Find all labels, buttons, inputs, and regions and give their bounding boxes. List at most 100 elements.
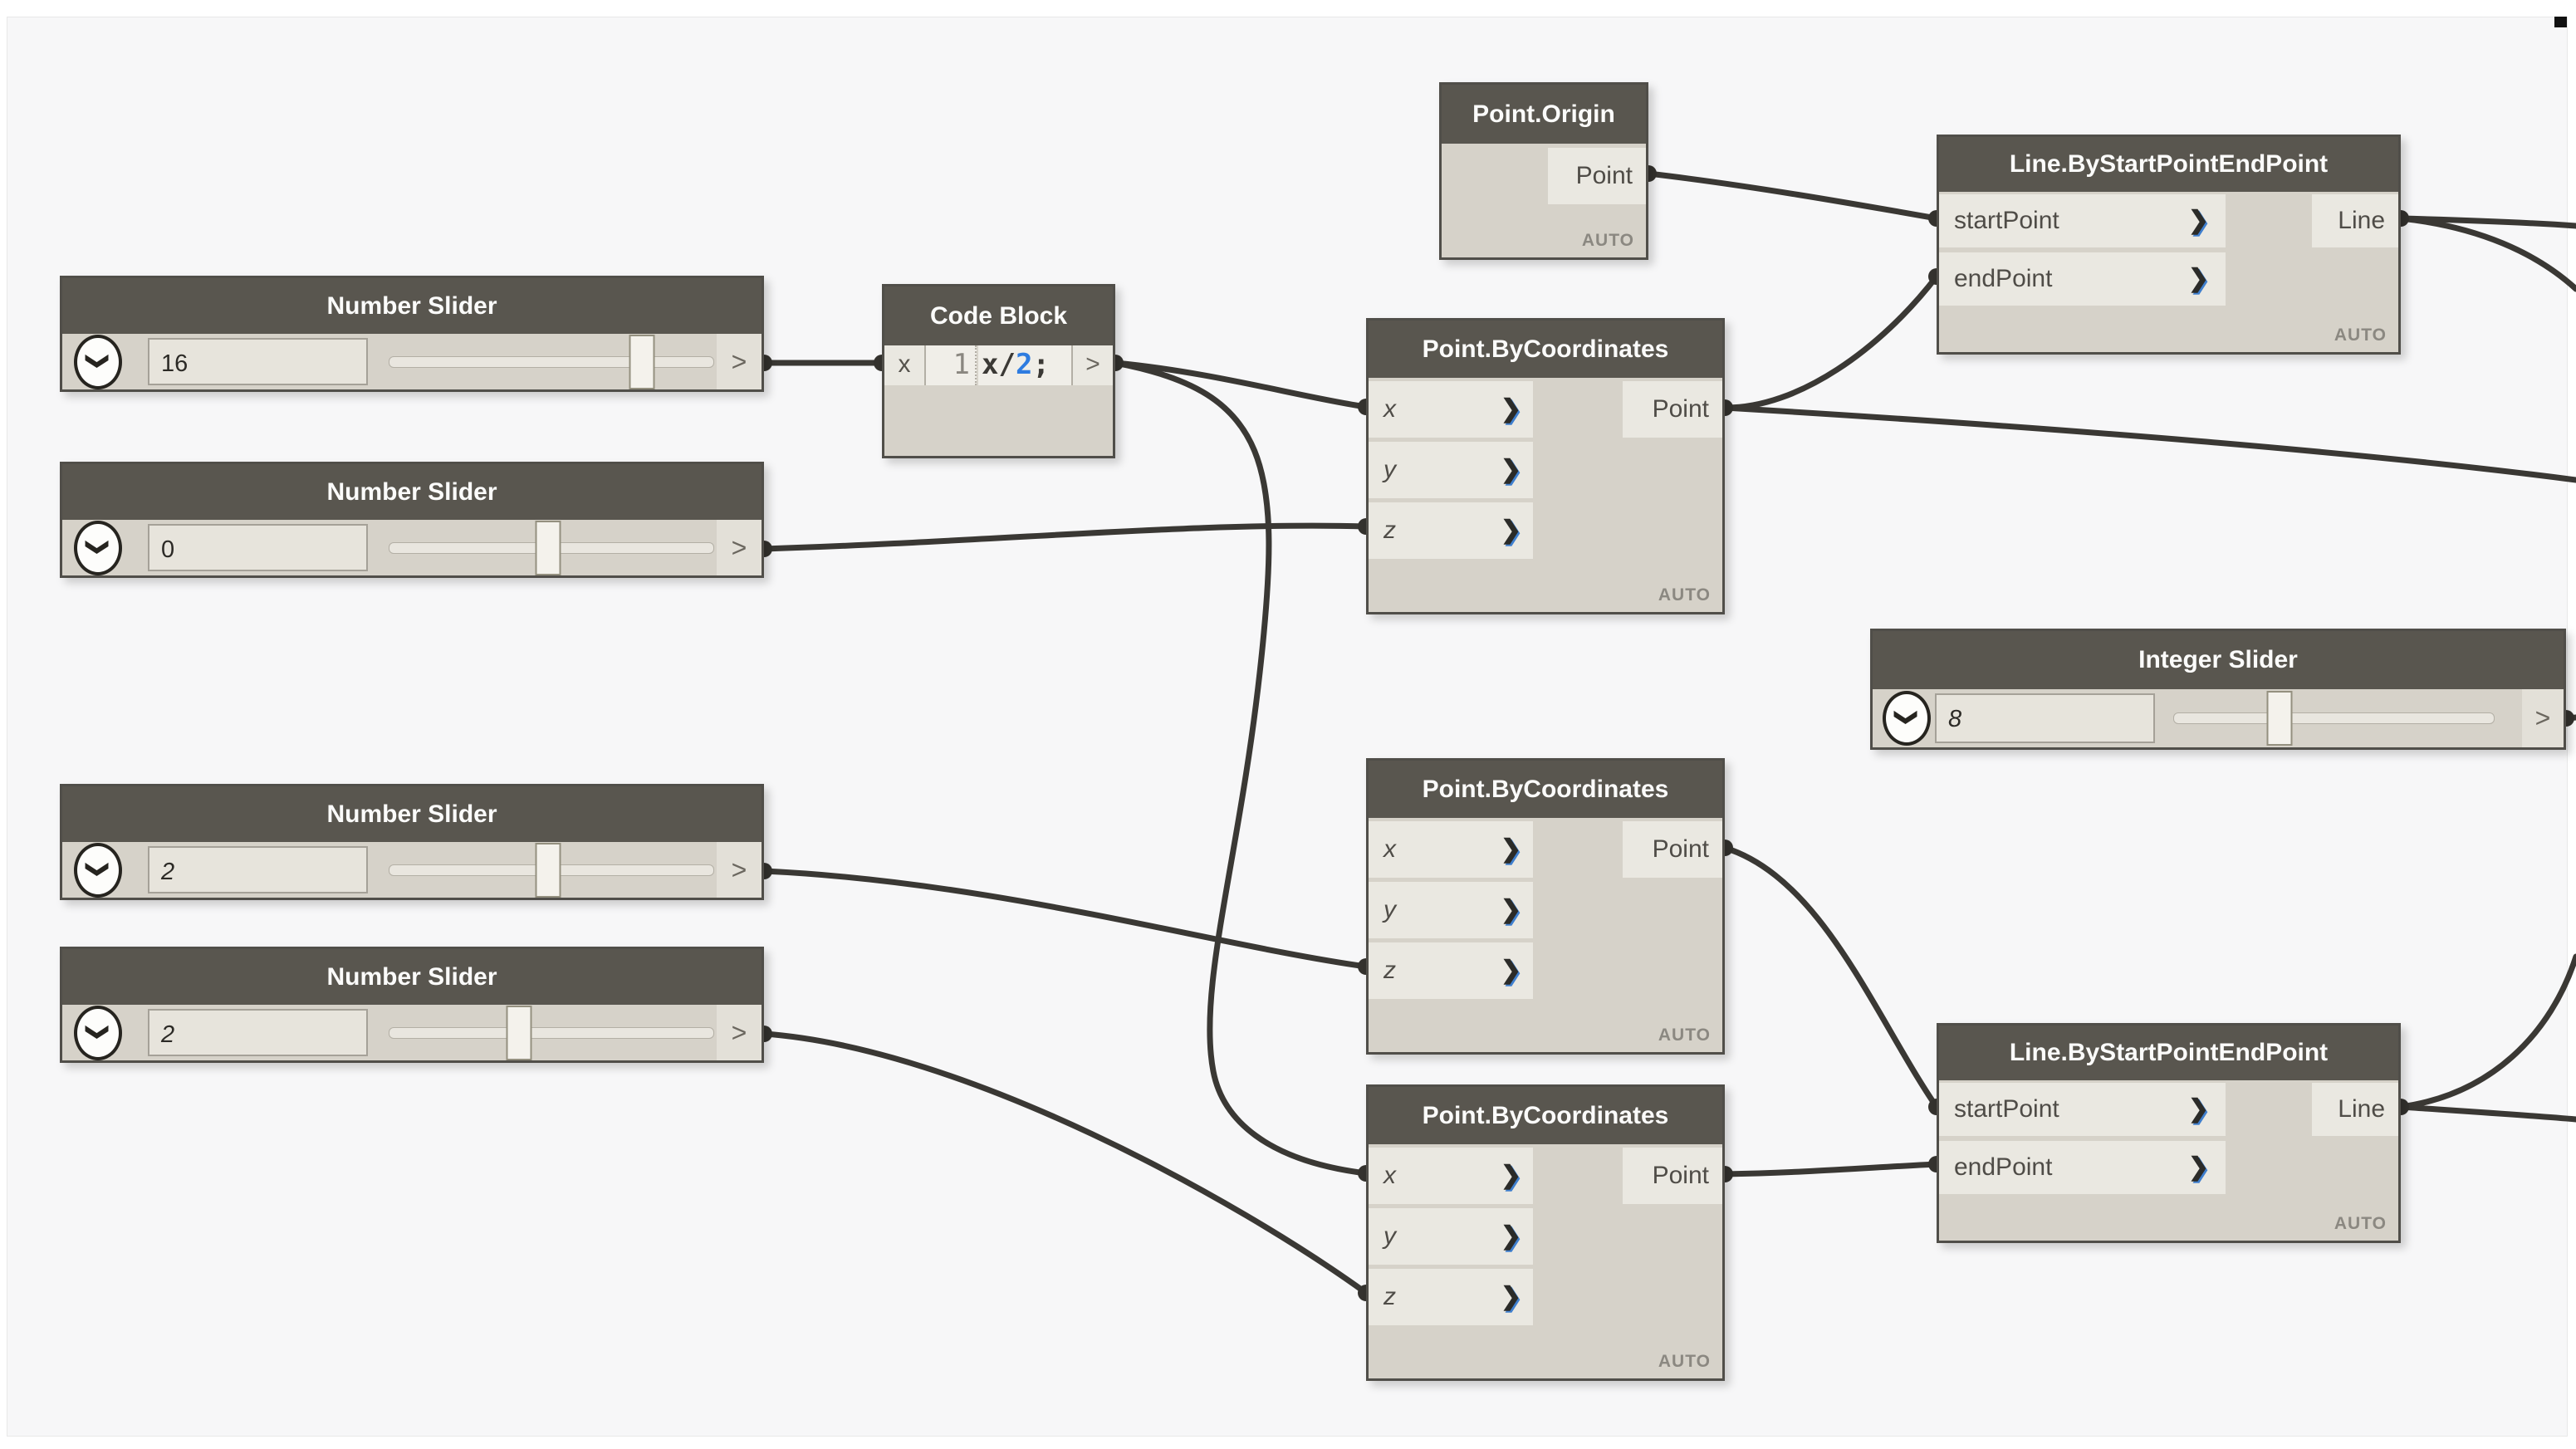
output-port-icon: >	[731, 1017, 747, 1047]
output-port-point[interactable]: Point	[1623, 381, 1722, 438]
output-port[interactable]: >	[2522, 689, 2564, 747]
input-port-endpoint[interactable]: endPoint ❯	[1939, 252, 2226, 306]
number-slider-node-0[interactable]: Number Slider ❯ 0 >	[60, 462, 764, 578]
output-port-line[interactable]: Line	[2312, 1083, 2398, 1136]
node-title[interactable]: Point.ByCoordinates	[1369, 761, 1722, 818]
node-title[interactable]: Point.Origin	[1442, 85, 1646, 144]
node-title[interactable]: Number Slider	[62, 949, 762, 1005]
slider-value-input[interactable]: 8	[1935, 693, 2155, 743]
node-title[interactable]: Point.ByCoordinates	[1369, 1087, 1722, 1144]
number-slider-node-2a[interactable]: Number Slider ❯ 2 >	[60, 784, 764, 900]
slider-track[interactable]	[389, 1005, 714, 1060]
chevron-right-icon: ❯	[2187, 265, 2209, 292]
output-port-label: Point	[1652, 835, 1709, 863]
lacing-indicator: AUTO	[1658, 1352, 1711, 1371]
slider-thumb[interactable]	[2266, 691, 2293, 746]
node-title[interactable]: Number Slider	[62, 464, 762, 520]
chevron-right-icon: ❯	[1500, 835, 1521, 863]
point-origin-node[interactable]: Point.Origin Point AUTO	[1439, 82, 1648, 260]
output-port[interactable]: >	[717, 842, 762, 898]
output-port-icon: >	[731, 854, 747, 884]
chevron-right-icon: ❯	[1500, 395, 1521, 423]
output-port-point[interactable]: Point	[1623, 821, 1722, 878]
input-port-z[interactable]: z ❯	[1369, 942, 1533, 999]
chevron-right-icon: ❯	[2187, 1153, 2209, 1181]
collapse-button[interactable]: ❯	[74, 334, 122, 389]
slider-thumb[interactable]	[506, 1005, 532, 1060]
code-line-number: 1	[926, 345, 977, 385]
input-port-y[interactable]: y ❯	[1369, 1208, 1533, 1265]
input-port-x[interactable]: x ❯	[1369, 381, 1533, 438]
node-title[interactable]: Number Slider	[62, 786, 762, 842]
input-port-startpoint[interactable]: startPoint ❯	[1939, 1083, 2226, 1136]
collapse-button[interactable]: ❯	[74, 520, 122, 575]
slider-value-input[interactable]: 2	[148, 846, 368, 893]
output-port-icon: >	[731, 346, 747, 376]
chevron-down-icon: ❯	[86, 859, 111, 879]
input-port-label: startPoint	[1954, 1095, 2059, 1123]
slider-thumb[interactable]	[535, 520, 561, 575]
output-port[interactable]: >	[717, 1005, 762, 1060]
collapse-button[interactable]: ❯	[74, 1005, 122, 1060]
output-port[interactable]: >	[1073, 345, 1113, 385]
chevron-down-icon: ❯	[86, 537, 111, 556]
slider-thumb[interactable]	[629, 334, 655, 389]
input-port-label: z	[1383, 957, 1396, 984]
node-title[interactable]: Code Block	[884, 286, 1113, 345]
node-title[interactable]: Number Slider	[62, 278, 762, 334]
input-port-label: x	[1383, 1162, 1396, 1189]
node-title[interactable]: Line.ByStartPointEndPoint	[1939, 1026, 2398, 1080]
input-port-x[interactable]: x ❯	[1369, 821, 1533, 878]
lacing-indicator: AUTO	[1581, 231, 1634, 250]
input-port-endpoint[interactable]: endPoint ❯	[1939, 1141, 2226, 1194]
input-port-x[interactable]: x ❯	[1369, 1148, 1533, 1204]
chevron-down-icon: ❯	[86, 351, 111, 370]
node-title[interactable]: Point.ByCoordinates	[1369, 321, 1722, 378]
input-port-y[interactable]: y ❯	[1369, 882, 1533, 938]
input-port-label: x	[1383, 395, 1396, 423]
input-port-x[interactable]: x	[884, 345, 926, 385]
collapse-button[interactable]: ❯	[1883, 691, 1931, 746]
output-port-icon: >	[731, 532, 747, 562]
chevron-right-icon: ❯	[1500, 1283, 1521, 1310]
code-editor[interactable]: x/2;	[978, 345, 1073, 385]
slider-thumb[interactable]	[535, 842, 561, 898]
integer-slider-node[interactable]: Integer Slider ❯ 8 >	[1870, 629, 2566, 750]
code-literal: 2	[1015, 348, 1033, 381]
slider-track[interactable]	[389, 334, 714, 389]
slider-track[interactable]	[389, 520, 714, 575]
input-port-z[interactable]: z ❯	[1369, 1269, 1533, 1325]
chevron-right-icon: ❯	[1500, 456, 1521, 483]
output-port[interactable]: >	[717, 334, 762, 389]
slider-value-input[interactable]: 2	[148, 1009, 368, 1056]
number-slider-node-16[interactable]: Number Slider ❯ 16 >	[60, 276, 764, 392]
input-port-startpoint[interactable]: startPoint ❯	[1939, 194, 2226, 247]
input-port-label: endPoint	[1954, 265, 2053, 292]
output-port-line[interactable]: Line	[2312, 194, 2398, 247]
input-port-z[interactable]: z ❯	[1369, 502, 1533, 559]
node-title[interactable]: Integer Slider	[1873, 631, 2564, 689]
slider-value-input[interactable]: 0	[148, 524, 368, 571]
input-port-y[interactable]: y ❯	[1369, 442, 1533, 498]
output-port-icon: >	[2534, 702, 2551, 733]
line-by-start-point-end-point-node-bottom[interactable]: Line.ByStartPointEndPoint startPoint ❯ e…	[1937, 1023, 2401, 1243]
point-by-coordinates-node-mid[interactable]: Point.ByCoordinates x ❯ y ❯ z ❯ Point AU…	[1366, 758, 1725, 1055]
output-port-point[interactable]: Point	[1548, 148, 1646, 204]
collapse-button[interactable]: ❯	[74, 842, 122, 898]
line-by-start-point-end-point-node-top[interactable]: Line.ByStartPointEndPoint startPoint ❯ e…	[1937, 135, 2401, 355]
number-slider-node-2b[interactable]: Number Slider ❯ 2 >	[60, 947, 764, 1063]
code-block-node[interactable]: Code Block x 1 x/2; >	[882, 284, 1115, 458]
output-port-label: Line	[2338, 1095, 2385, 1123]
slider-track[interactable]	[2173, 691, 2495, 746]
node-title[interactable]: Line.ByStartPointEndPoint	[1939, 137, 2398, 192]
output-port-point[interactable]: Point	[1623, 1148, 1722, 1204]
chevron-down-icon: ❯	[86, 1022, 111, 1041]
point-by-coordinates-node-top[interactable]: Point.ByCoordinates x ❯ y ❯ z ❯ Point AU…	[1366, 318, 1725, 614]
chevron-right-icon: ❯	[1500, 1162, 1521, 1189]
point-by-coordinates-node-bottom[interactable]: Point.ByCoordinates x ❯ y ❯ z ❯ Point AU…	[1366, 1084, 1725, 1381]
slider-value-input[interactable]: 16	[148, 338, 368, 385]
code-expression: x/	[982, 348, 1016, 381]
slider-track[interactable]	[389, 842, 714, 898]
chevron-right-icon: ❯	[1500, 1222, 1521, 1250]
output-port[interactable]: >	[717, 520, 762, 575]
